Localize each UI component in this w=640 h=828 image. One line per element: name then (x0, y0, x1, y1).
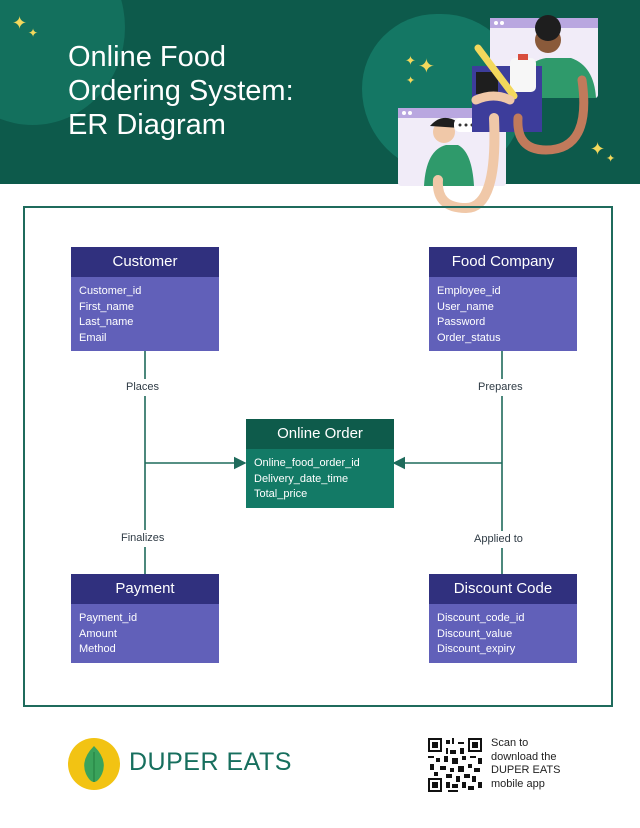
sparkle-icon: ✦ (405, 53, 416, 68)
page-title: Online Food Ordering System: ER Diagram (68, 40, 368, 142)
entity-title: Customer (71, 247, 219, 277)
diagram-frame (23, 206, 613, 707)
attribute: User_name (437, 300, 494, 313)
relationship-places: Places (123, 379, 163, 396)
attribute: Total_price (254, 488, 308, 500)
attribute: Password (437, 316, 486, 328)
attribute: Delivery_date_time (254, 472, 349, 485)
entity-online-order: Online Order Online_food_order_id Delive… (246, 419, 394, 508)
scan-instructions: Scan to download the DUPER EATS mobile a… (491, 737, 601, 791)
attribute: Customer_id (79, 285, 142, 297)
sparkle-icon: ✦ (590, 139, 606, 159)
attribute: Amount (79, 627, 117, 640)
attribute: Payment_id (79, 612, 138, 624)
entity-customer: Customer Customer_id First_name Last_nam… (71, 247, 219, 351)
qr-code-icon[interactable] (428, 738, 482, 792)
attribute: Order_status (437, 331, 501, 344)
entity-discount-code: Discount Code Discount_code_id Discount_… (429, 574, 577, 663)
entity-title: Discount Code (429, 574, 577, 604)
entity-title: Online Order (246, 419, 394, 449)
title-line: ER Diagram (68, 109, 226, 141)
attribute: Discount_value (437, 627, 513, 640)
title-line: Ordering System: (68, 75, 294, 107)
sparkle-icon: ✦ (12, 13, 28, 33)
attribute: Last_name (79, 316, 134, 328)
entity-title: Payment (71, 574, 219, 604)
scan-line: mobile app (491, 777, 545, 790)
scan-line: Scan to (491, 737, 529, 749)
relationship-finalizes: Finalizes (118, 530, 168, 547)
relationship-applied-to: Applied to (471, 531, 526, 548)
delivery-illustration (398, 15, 598, 214)
sparkle-icon: ✦ (406, 75, 416, 87)
attribute: Email (79, 331, 107, 344)
entity-attributes: Employee_id User_name Password Order_sta… (429, 277, 577, 351)
entity-attributes: Customer_id First_name Last_name Email (71, 277, 219, 351)
entity-attributes: Discount_code_id Discount_value Discount… (429, 604, 577, 663)
entity-title: Food Company (429, 247, 577, 277)
sparkle-icon: ✦ (606, 153, 616, 165)
attribute: Online_food_order_id (254, 457, 360, 469)
scan-line: download the (491, 750, 557, 763)
scan-line: DUPER EATS (491, 764, 561, 776)
brand-name: DUPER EATS (129, 748, 292, 776)
entity-payment: Payment Payment_id Amount Method (71, 574, 219, 663)
sparkle-icon: ✦ (418, 56, 435, 78)
leaf-logo-icon (68, 738, 120, 790)
title-line: Online Food (68, 41, 226, 73)
attribute: First_name (79, 300, 135, 313)
entity-attributes: Online_food_order_id Delivery_date_time … (246, 449, 394, 508)
entity-attributes: Payment_id Amount Method (71, 604, 219, 663)
attribute: Discount_expiry (437, 643, 516, 655)
sparkle-icon: ✦ (28, 26, 39, 40)
attribute: Employee_id (437, 285, 501, 297)
entity-food-company: Food Company Employee_id User_name Passw… (429, 247, 577, 351)
attribute: Discount_code_id (437, 612, 525, 624)
relationship-prepares: Prepares (475, 379, 526, 396)
attribute: Method (79, 643, 116, 655)
